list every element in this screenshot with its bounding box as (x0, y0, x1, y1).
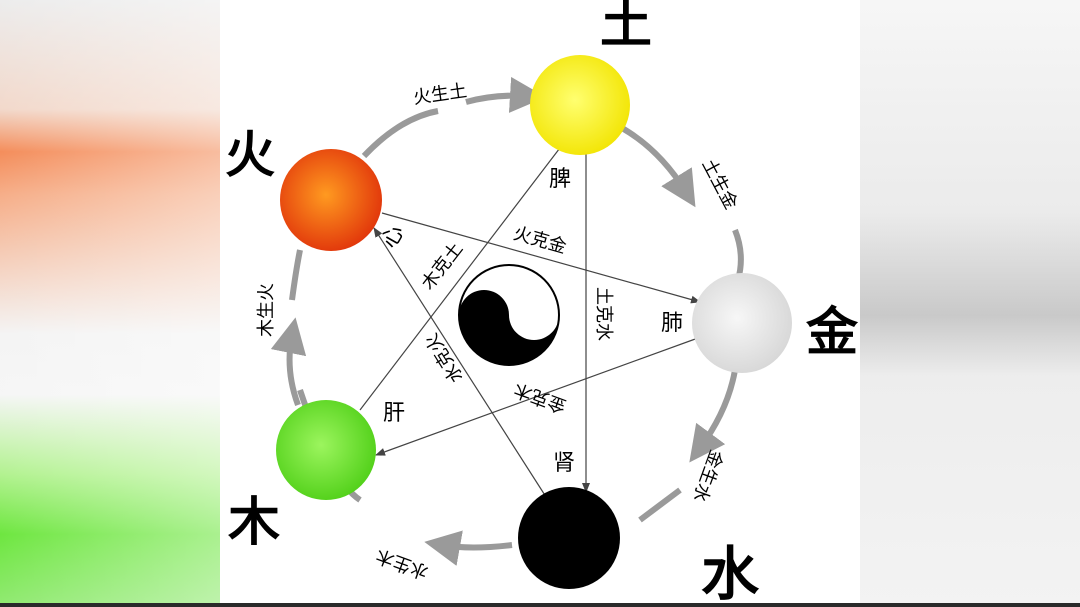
blurred-background-right (860, 0, 1080, 607)
gen-water-wood: 水生木 (373, 544, 431, 582)
arc-water-wood-2 (638, 487, 682, 523)
gen-earth-metal: 土生金 (698, 155, 742, 213)
arc-wood-fire-3 (289, 249, 303, 301)
diagram-panel: 土 火 金 木 水 脾 心 肺 肝 肾 火生土 土生金 金生水 水生木 木生火 … (220, 0, 860, 607)
metal-circle (692, 273, 792, 373)
arc-fire-earth (361, 96, 528, 159)
organ-liver: 肝 (383, 401, 405, 426)
line-fire-metal (381, 212, 701, 304)
blurred-background-left (0, 0, 220, 607)
line-wood-earth (359, 139, 567, 411)
gen-fire-earth: 火生土 (412, 80, 468, 108)
organ-heart: 心 (377, 221, 410, 253)
yin-yang-icon (458, 264, 560, 366)
ctrl-fire-metal: 火克金 (511, 223, 569, 258)
label-earth: 土 (600, 0, 652, 55)
label-metal: 金 (805, 303, 859, 363)
gen-wood-fire: 木生火 (256, 283, 277, 337)
earth-circle (530, 55, 630, 155)
five-elements-diagram: 土 火 金 木 水 脾 心 肺 肝 肾 火生土 土生金 金生水 水生木 木生火 … (225, 0, 859, 607)
arc-metal-water (689, 369, 738, 463)
ctrl-earth-water: 土克水 (593, 287, 614, 341)
organ-lung: 肺 (661, 311, 683, 336)
arc-metal-water-2 (732, 228, 744, 281)
line-water-fire (373, 227, 549, 501)
water-circle (518, 487, 620, 589)
label-fire: 火 (225, 126, 275, 184)
ctrl-metal-wood: 金克木 (511, 378, 569, 416)
gen-metal-water: 金生水 (688, 447, 726, 505)
fire-circle (280, 149, 382, 251)
label-water: 水 (701, 540, 760, 603)
organ-kidney: 肾 (553, 451, 575, 476)
ctrl-wood-earth: 木克土 (417, 239, 467, 294)
arc-earth-metal (620, 125, 696, 208)
arc-wood-fire (270, 317, 307, 407)
label-wood: 木 (228, 493, 280, 553)
bottom-edge-bar (0, 603, 1080, 607)
arc-water-wood (424, 530, 513, 566)
wood-circle (276, 400, 376, 500)
organ-spleen: 脾 (549, 167, 571, 192)
controlling-star (359, 139, 701, 501)
line-metal-wood (375, 337, 699, 456)
